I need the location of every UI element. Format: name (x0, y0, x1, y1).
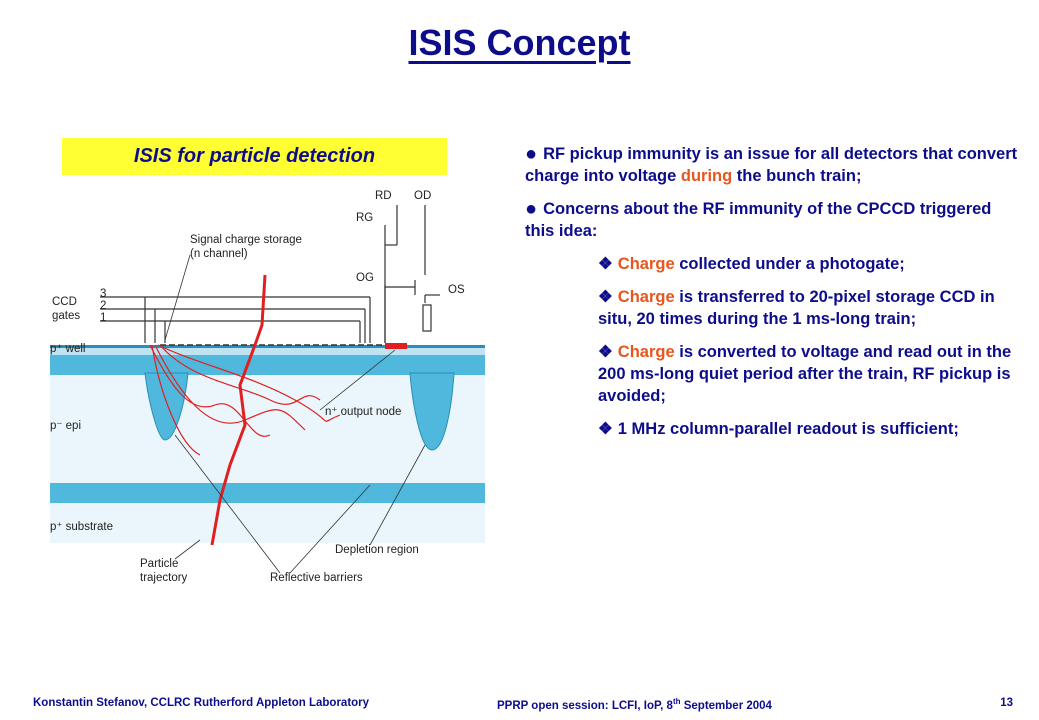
diamond-bullet-icon: ❖ (598, 255, 613, 273)
bullet-list: ●RF pickup immunity is an issue for all … (525, 143, 1025, 451)
n-output-label: n⁺ output node (325, 406, 401, 418)
particle-label-2: trajectory (140, 572, 188, 584)
particle-label-1: Particle (140, 558, 178, 570)
sub-bullet-transferred: ❖Charge is transferred to 20-pixel stora… (598, 288, 995, 328)
figure-banner: ISIS for particle detection (62, 138, 447, 175)
reflective-label: Reflective barriers (270, 572, 363, 584)
bullet-rf-immunity: ●Concerns about the RF immunity of the C… (525, 198, 992, 240)
page-number: 13 (1000, 697, 1013, 709)
ccd-gates-label-1: CCD (52, 296, 77, 308)
depletion-label: Depletion region (335, 544, 419, 556)
sub-bullet-readout: ❖1 MHz column-parallel readout is suffic… (598, 420, 959, 438)
os-label: OS (448, 284, 465, 296)
diamond-bullet-icon: ❖ (598, 343, 613, 361)
gate-3-label: 3 (100, 288, 106, 300)
rd-label: RD (375, 190, 392, 202)
footer-author: Konstantin Stefanov, CCLRC Rutherford Ap… (33, 697, 370, 709)
bullet-dot-icon: ● (525, 143, 538, 165)
slide-title: ISIS Concept (408, 22, 631, 63)
p-epi-label: p⁻ epi (50, 420, 81, 432)
ccd-gates-label-2: gates (52, 310, 80, 322)
sub-bullet-converted: ❖Charge is converted to voltage and read… (598, 343, 1012, 405)
signal-storage-label-2: (n channel) (190, 248, 248, 260)
footer-event: PPRP open session: LCFI, IoP, 8th Septem… (497, 697, 772, 712)
p-well-label: p⁺ well (50, 343, 85, 355)
isis-diagram: RD OD RG OG OS Signal charge storage (n … (50, 190, 485, 584)
gate-2-label: 2 (100, 300, 106, 312)
sub-bullet-collected: ❖Charge collected under a photogate; (598, 255, 905, 273)
og-label: OG (356, 272, 374, 284)
od-label: OD (414, 190, 431, 202)
bullet-rf-pickup: ●RF pickup immunity is an issue for all … (525, 143, 1018, 185)
diamond-bullet-icon: ❖ (598, 420, 613, 438)
gate-1-label: 1 (100, 312, 106, 324)
rg-label: RG (356, 212, 373, 224)
p-substrate-label: p⁺ substrate (50, 521, 113, 533)
diamond-bullet-icon: ❖ (598, 288, 613, 306)
bullet-dot-icon: ● (525, 198, 538, 220)
signal-storage-label-1: Signal charge storage (190, 234, 302, 246)
